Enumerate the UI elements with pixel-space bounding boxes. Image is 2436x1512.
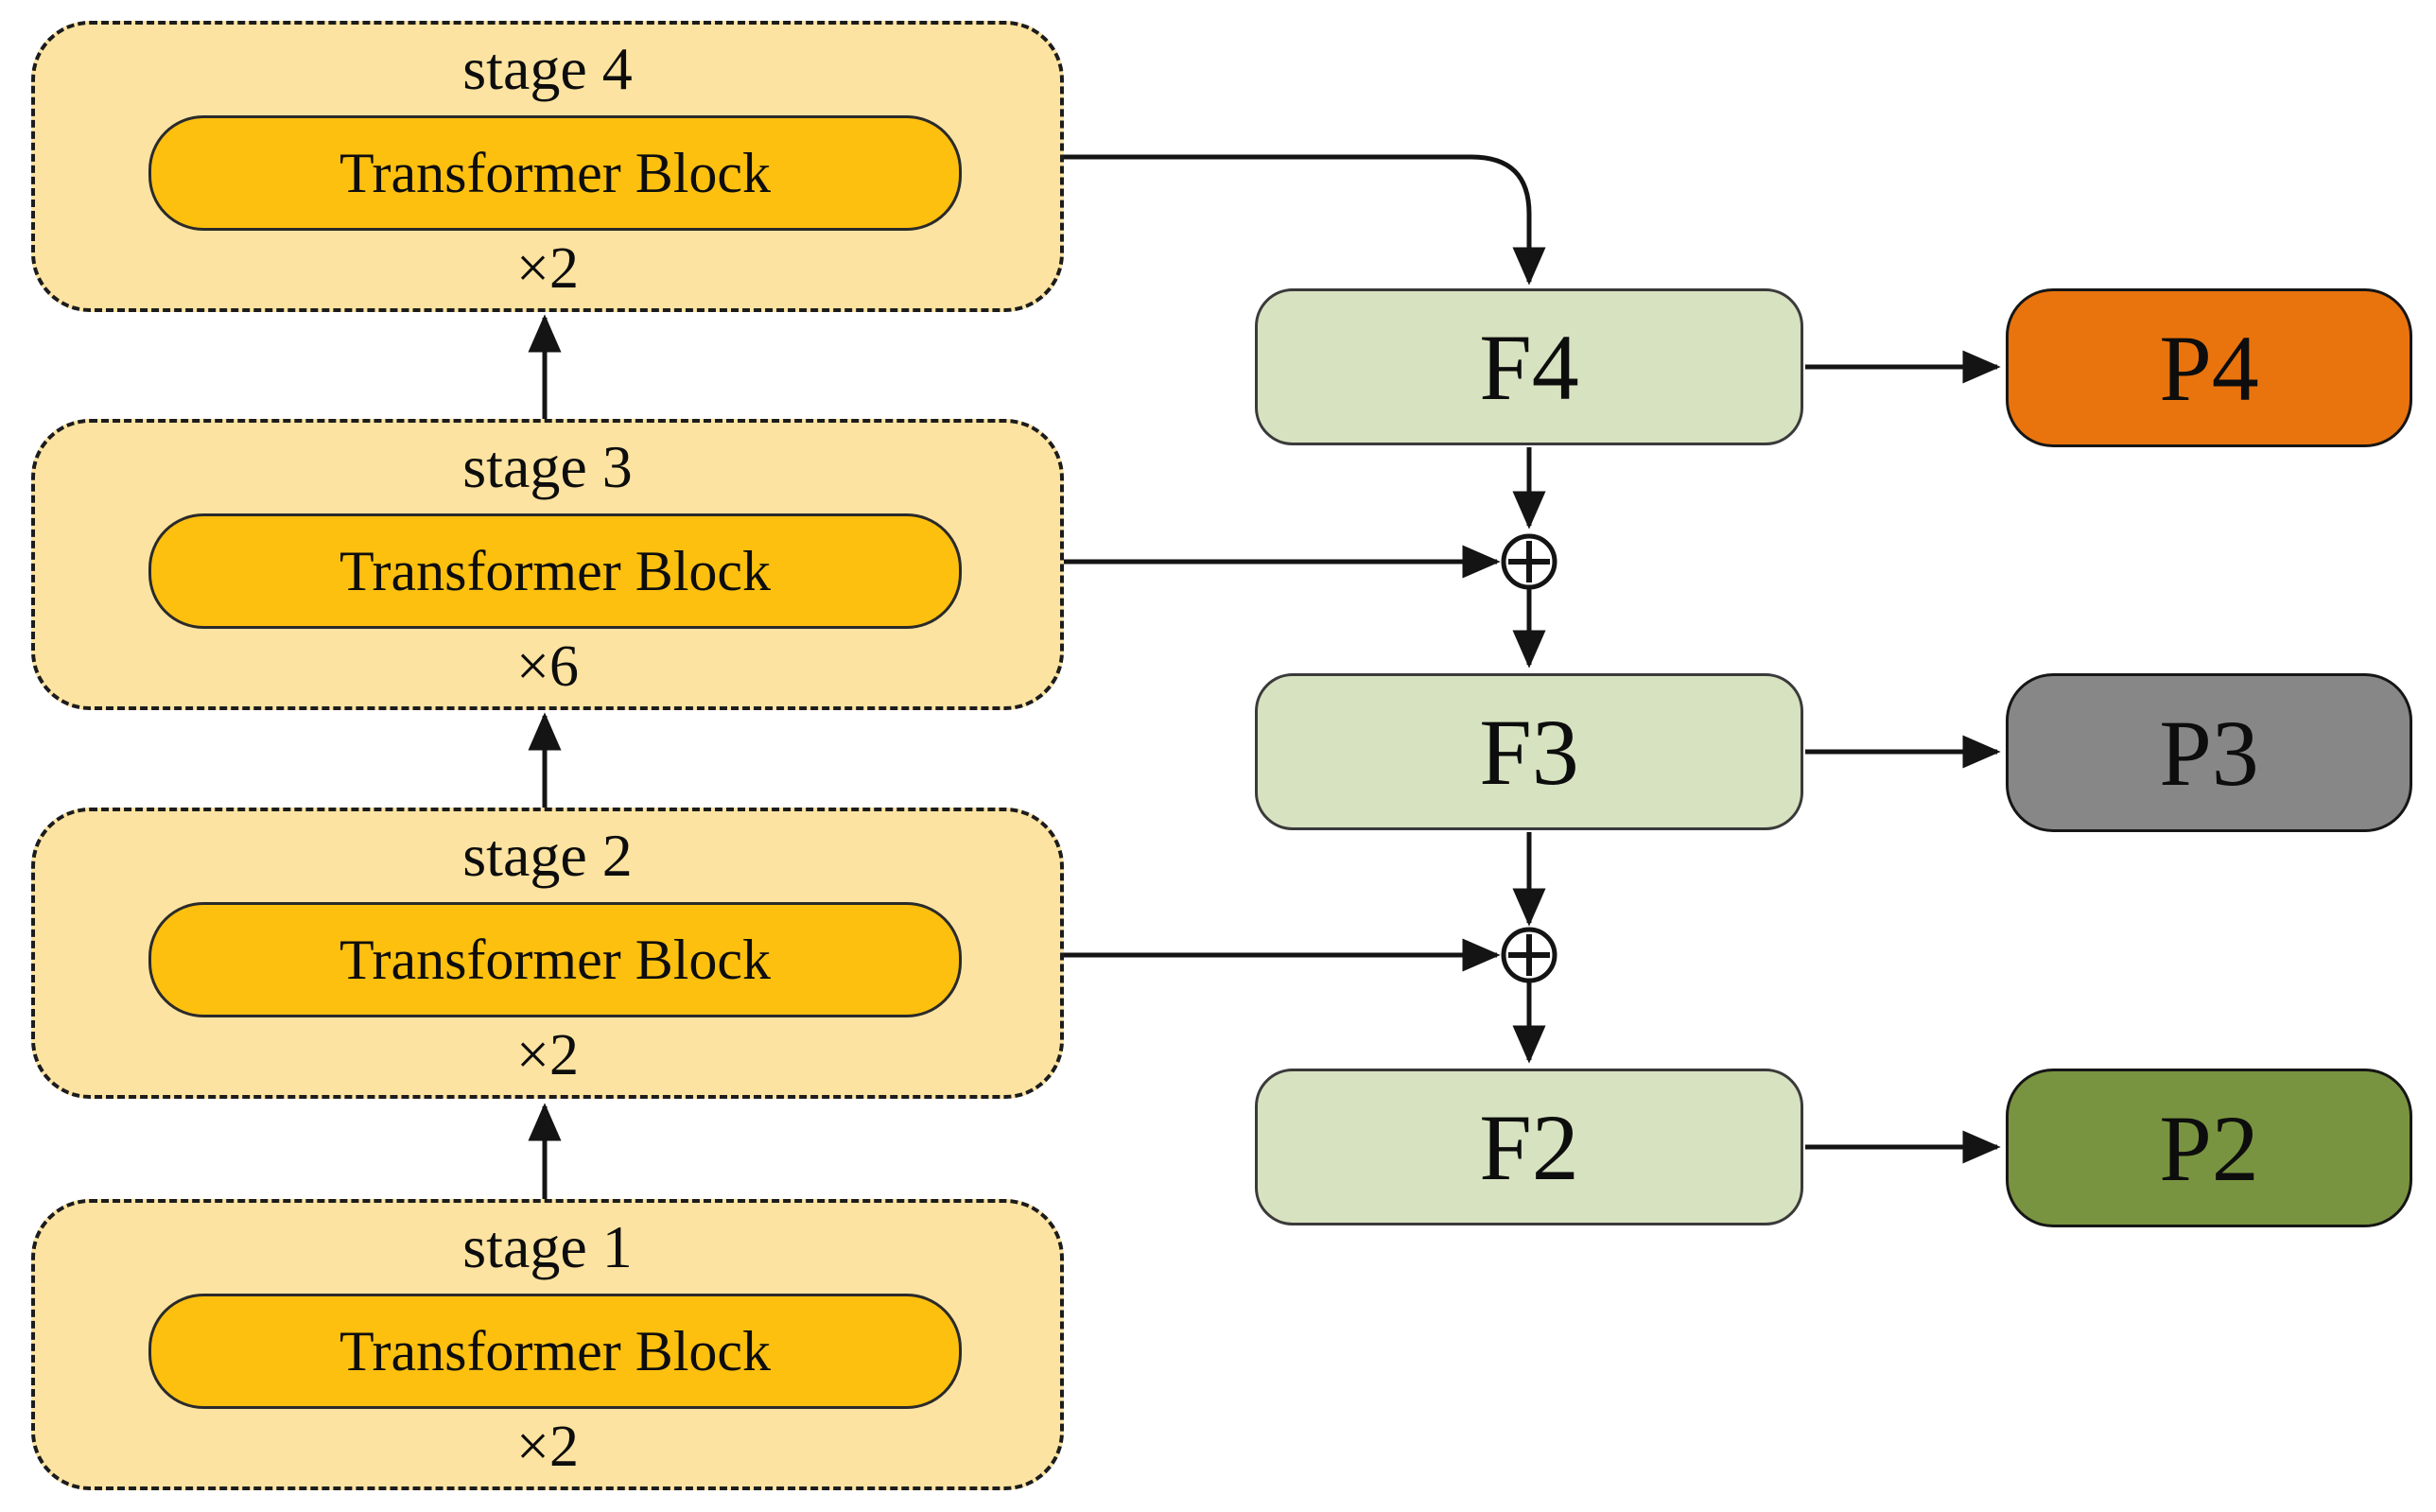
stage-label: stage 3 (462, 433, 633, 500)
f3-node: F3 (1255, 673, 1803, 830)
repeat-multiplier: ×6 (516, 634, 579, 699)
transformer-block-label: Transformer Block (339, 141, 772, 204)
f4-node: F4 (1255, 288, 1803, 445)
repeat-multiplier: ×2 (516, 1414, 579, 1479)
p2-label: P2 (2159, 1095, 2259, 1201)
stage1-box: stage 1 Transformer Block ×2 (31, 1199, 1064, 1490)
p3-node: P3 (2006, 673, 2412, 832)
p4-label: P4 (2159, 315, 2259, 421)
transformer-block: Transformer Block (148, 513, 962, 629)
add-icon (1501, 927, 1557, 983)
repeat-multiplier: ×2 (516, 235, 579, 301)
add-icon (1501, 533, 1557, 590)
stage-label: stage 1 (462, 1213, 633, 1280)
p4-node: P4 (2006, 288, 2412, 447)
transformer-block: Transformer Block (148, 902, 962, 1017)
f3-label: F3 (1479, 699, 1579, 805)
transformer-block-label: Transformer Block (339, 539, 772, 602)
f2-label: F2 (1479, 1094, 1579, 1200)
f4-label: F4 (1479, 314, 1579, 420)
p3-label: P3 (2159, 700, 2259, 806)
p2-node: P2 (2006, 1069, 2412, 1227)
stage-label: stage 4 (462, 35, 633, 102)
transformer-block-label: Transformer Block (339, 1319, 772, 1382)
repeat-multiplier: ×2 (516, 1022, 579, 1087)
transformer-block-label: Transformer Block (339, 928, 772, 991)
stage2-box: stage 2 Transformer Block ×2 (31, 808, 1064, 1099)
f2-node: F2 (1255, 1069, 1803, 1225)
transformer-block: Transformer Block (148, 115, 962, 231)
transformer-block: Transformer Block (148, 1294, 962, 1409)
arrow-stage4-to-f4 (1061, 154, 1546, 286)
stage-label: stage 2 (462, 822, 633, 889)
stage4-box: stage 4 Transformer Block ×2 (31, 21, 1064, 312)
stage3-box: stage 3 Transformer Block ×6 (31, 419, 1064, 710)
